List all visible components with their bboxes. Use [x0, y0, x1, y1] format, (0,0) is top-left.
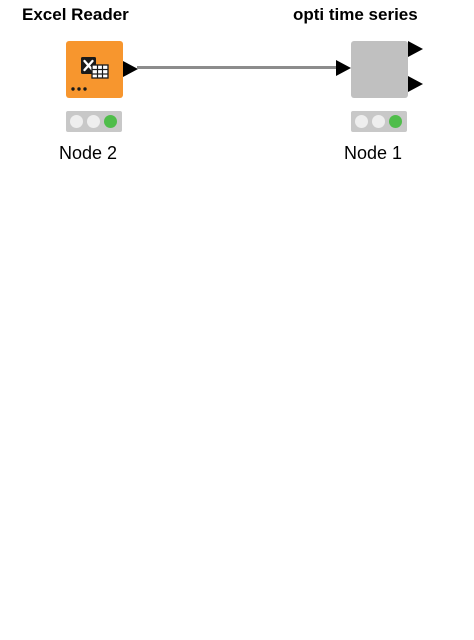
status-light-green: [104, 115, 117, 128]
connection-line[interactable]: [137, 66, 336, 69]
opti-time-series-output-port-2[interactable]: [408, 76, 423, 92]
status-light-red: [355, 115, 368, 128]
excel-table-icon: [71, 57, 109, 91]
status-light-yellow: [372, 115, 385, 128]
excel-reader-title: Excel Reader: [22, 5, 129, 24]
opti-time-series-title: opti time series: [293, 5, 418, 24]
status-light-yellow: [87, 115, 100, 128]
excel-reader-status: [66, 111, 122, 132]
opti-time-series-status: [351, 111, 407, 132]
opti-time-series-input-port[interactable]: [336, 60, 351, 76]
excel-reader-output-port[interactable]: [123, 61, 138, 77]
opti-time-series-output-port-1[interactable]: [408, 41, 423, 57]
status-light-red: [70, 115, 83, 128]
opti-time-series-label[interactable]: Node 1: [344, 143, 403, 163]
status-light-green: [389, 115, 402, 128]
opti-time-series-node[interactable]: [351, 41, 408, 98]
excel-reader-node[interactable]: [66, 41, 123, 98]
excel-reader-label[interactable]: Node 2: [59, 143, 118, 163]
